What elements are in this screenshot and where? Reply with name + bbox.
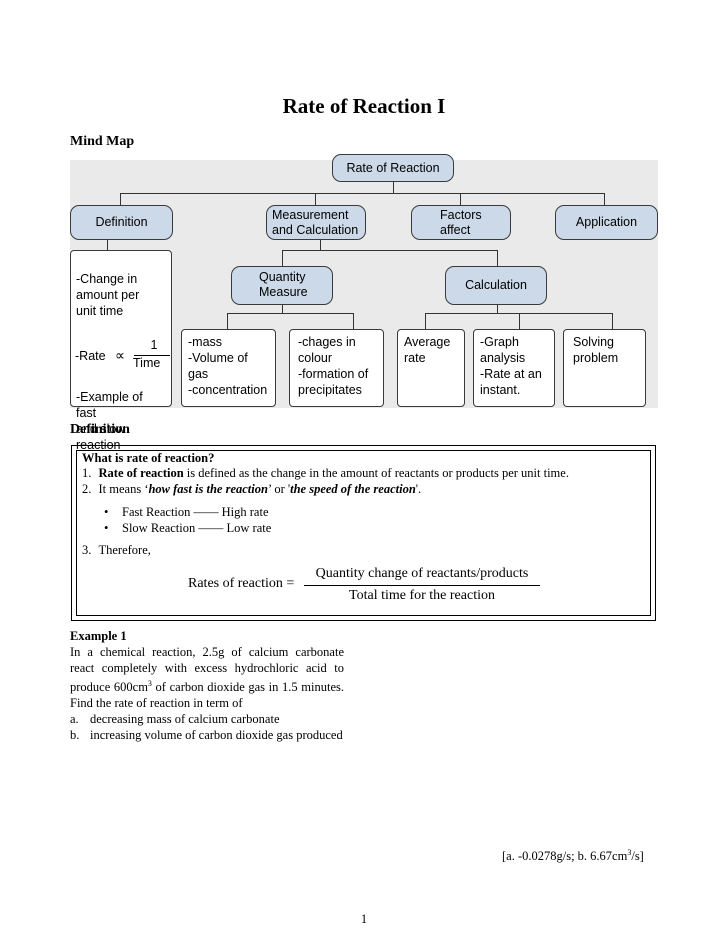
connector — [282, 250, 283, 266]
connector — [107, 240, 108, 250]
connector — [612, 313, 613, 329]
rate-label: -Rate — [75, 349, 106, 363]
connector — [393, 182, 394, 194]
item3-num: 3. — [82, 543, 92, 557]
proportional-symbol: ∝ — [115, 347, 126, 363]
page-number: 1 — [360, 912, 368, 926]
connector — [497, 305, 498, 313]
node-measurement: Measurement and Calculation — [266, 205, 366, 240]
node-definition: Definition — [70, 205, 173, 240]
connector — [320, 240, 321, 250]
example-part-b: b. increasing volume of carbon dioxide g… — [70, 727, 344, 743]
definition-leaf-change: -Change in amount per unit time — [76, 272, 140, 318]
node-quantity-line1: Quantity — [259, 270, 306, 284]
node-measurement-line2: and Calculation — [272, 223, 359, 237]
connector — [227, 313, 353, 314]
connector — [604, 193, 605, 205]
formula-denominator: Total time for the reaction — [349, 588, 495, 603]
example-heading: Example 1 — [70, 629, 127, 643]
mind-map-heading: Mind Map — [70, 134, 135, 149]
connector — [315, 193, 316, 205]
definition-item-2: 2. It means ‘how fast is the reaction’ o… — [82, 481, 421, 497]
formula-lhs: Rates of reaction = — [188, 576, 295, 591]
bullet-item: •Fast Reaction —— High rate — [104, 505, 269, 519]
bullet-fast: Fast Reaction —— High rate — [122, 505, 269, 519]
fraction-bar — [134, 355, 170, 356]
node-application: Application — [555, 205, 658, 240]
example-p1: In a chemical reaction, 2.5g of calcium … — [70, 645, 344, 695]
formula-numerator: Quantity change of reactants/products — [315, 566, 529, 581]
rate-proportion: -Rate ∝ 1 Time — [75, 338, 170, 373]
connector — [353, 313, 354, 329]
item2-em1: how fast is the reaction — [148, 482, 268, 496]
node-factors: Factors affect — [411, 205, 511, 240]
connector — [519, 313, 520, 329]
leaf-solving: Solving problem — [563, 329, 646, 407]
answer: [a. -0.0278g/s; b. 6.67cm3/s] — [502, 848, 644, 864]
mind-map: Rate of Reaction Definition Measurement … — [70, 154, 658, 452]
part-a-label: a. — [70, 712, 79, 727]
definition-question: What is rate of reaction? — [82, 451, 215, 465]
connector — [120, 193, 604, 194]
part-b-label: b. — [70, 728, 80, 743]
connector — [282, 305, 283, 313]
answer-post: /s] — [631, 849, 644, 864]
example-p2: of carbon dioxide gas in 1.5 minutes. Fi… — [70, 680, 344, 711]
connector — [460, 193, 461, 205]
bullet-slow: Slow Reaction —— Low rate — [122, 521, 272, 535]
definition-heading: Definition — [70, 422, 130, 437]
bullet-list: •Fast Reaction —— High rate •Slow Reacti… — [104, 504, 271, 536]
node-measurement-line1: Measurement — [272, 208, 349, 222]
item1-bold: Rate of reaction — [98, 466, 184, 480]
item2-em2: the speed of the reaction — [290, 482, 416, 496]
node-factors-line1: Factors — [440, 208, 482, 222]
example-sup: 3 — [147, 679, 152, 688]
leaf-average-rate: Average rate — [397, 329, 465, 407]
example-body: In a chemical reaction, 2.5g of calcium … — [70, 644, 344, 711]
item2-num: 2. — [82, 482, 92, 496]
formula-fraction-bar — [304, 585, 540, 586]
rate-denominator: Time — [133, 356, 161, 370]
item2-post: '. — [415, 482, 422, 496]
item2-mid: ’ or ' — [267, 482, 291, 496]
connector — [497, 250, 498, 266]
definition-leaf: -Change in amount per unit time -Rate ∝ … — [70, 250, 172, 452]
node-quantity-measure: Quantity Measure — [231, 266, 333, 305]
leaf-mass: -mass -Volume of gas -concentration — [181, 329, 276, 407]
definition-item-3: 3. Therefore, — [82, 542, 151, 558]
answer-pre: [a. -0.0278g/s; b. 6.67cm — [502, 849, 628, 864]
definition-item-1: 1. Rate of reaction is defined as the ch… — [82, 465, 569, 481]
leaf-graph: -Graph analysis -Rate at an instant. — [473, 329, 555, 407]
example-part-a: a. decreasing mass of calcium carbonate — [70, 711, 344, 727]
definition-box-inner — [76, 450, 651, 616]
mind-map-root: Rate of Reaction — [332, 154, 454, 182]
node-calculation: Calculation — [445, 266, 547, 305]
rate-numerator: 1 — [150, 338, 158, 352]
page-title: Rate of Reaction I — [282, 94, 446, 118]
example-1: Example 1 In a chemical reaction, 2.5g o… — [70, 628, 344, 743]
leaf-colour: -chages in colour -formation of precipit… — [289, 329, 384, 407]
definition-leaf-example: -Example of fast and slow reaction — [76, 390, 143, 452]
item1-num: 1. — [82, 466, 92, 480]
definition-box — [71, 445, 656, 621]
connector — [425, 313, 426, 329]
node-quantity-line2: Measure — [259, 285, 308, 299]
bullet-item: •Slow Reaction —— Low rate — [104, 521, 272, 535]
item3-text: Therefore, — [98, 543, 151, 557]
node-factors-line2: affect — [440, 223, 471, 237]
connector — [282, 250, 497, 251]
connector — [425, 313, 612, 314]
item1-rest: is defined as the change in the amount o… — [183, 466, 569, 480]
part-a-text: decreasing mass of calcium carbonate — [90, 712, 280, 727]
item2-pre: It means ‘ — [98, 482, 149, 496]
part-b-text: increasing volume of carbon dioxide gas … — [90, 728, 343, 743]
connector — [227, 313, 228, 329]
connector — [120, 193, 121, 205]
answer-sup: 3 — [627, 848, 632, 857]
